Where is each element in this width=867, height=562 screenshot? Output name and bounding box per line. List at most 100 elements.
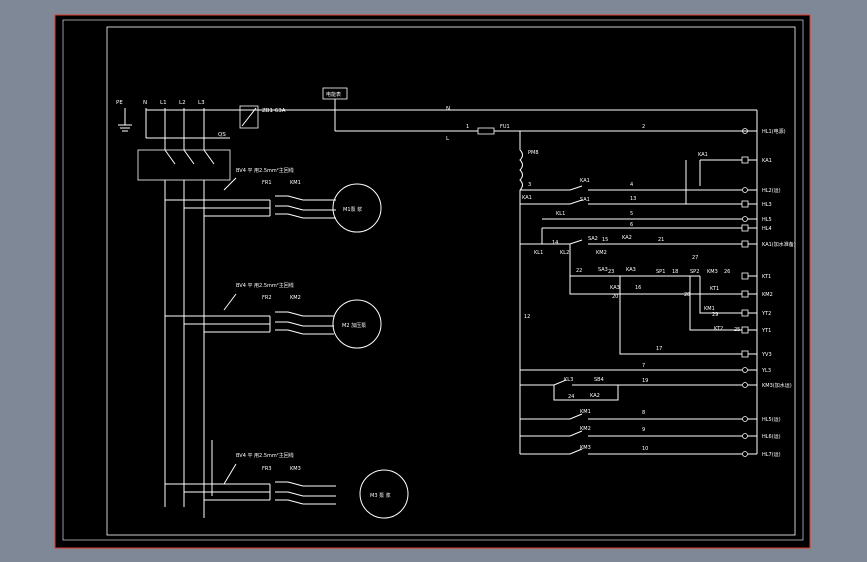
earth-symbol	[118, 108, 132, 132]
rung-ka1	[685, 159, 742, 204]
drawing-sheet	[54, 14, 811, 549]
output-label: HL4	[762, 226, 772, 232]
meter-label: 电能表	[326, 91, 341, 98]
motor-1-cable: BV4 平 用2.5mm²主回线	[236, 167, 294, 174]
rung-kt	[569, 244, 742, 295]
motor-2-contacts	[275, 311, 334, 335]
motor-3-contacts	[275, 481, 336, 505]
motor-1-name: M1泵 浆	[343, 206, 362, 213]
outer-frame	[62, 19, 804, 541]
rung-10	[520, 448, 742, 455]
motor-1-circuit: BV4 平 用2.5mm²主回线 FR1 KM1 M1泵 浆	[165, 167, 382, 233]
node-25: 25	[734, 327, 740, 333]
l1-label: L1	[160, 100, 167, 106]
node-3: 3	[528, 182, 531, 188]
motor-3-circuit: BV4 平 用2.5mm²主回线 FR3 KM3 M3 泵 浆	[165, 440, 409, 519]
km1-aux: KM1	[580, 409, 591, 415]
node-15: 15	[602, 237, 608, 243]
motor-3-contactor: KM3	[290, 466, 301, 472]
fuse-symbol	[477, 127, 495, 135]
node-22: 22	[576, 268, 582, 274]
motor-2-name: M2 加压泵	[342, 322, 366, 329]
ka1-coil-contact: KA1	[698, 152, 708, 158]
output-lamp-symbol	[742, 187, 748, 193]
motor-2-feed	[165, 293, 271, 333]
kt1-contact: KT1	[710, 286, 719, 292]
output-lamp-symbol	[742, 367, 748, 373]
output-label: HL7(运)	[762, 451, 781, 458]
motor-2-contactor: KM2	[290, 295, 301, 301]
sa1-contact: SA1	[580, 197, 590, 203]
node-10: 10	[642, 446, 648, 452]
rung-13	[520, 199, 742, 205]
output-label: HL5	[762, 217, 772, 223]
node-19: 19	[642, 378, 648, 384]
motor-3-cable: BV4 平 用2.5mm²主回线	[236, 452, 294, 459]
output-label: YV3	[761, 352, 772, 358]
output-lamp-symbol	[742, 128, 748, 134]
node-13: 13	[630, 196, 636, 202]
motor-3-relay: FR3	[262, 466, 272, 472]
control-rungs	[520, 159, 742, 455]
breaker-rating: ZB1 63A	[262, 108, 286, 114]
node-17: 17	[656, 346, 662, 352]
ka2-contact: KA2	[622, 235, 632, 241]
output-lamp-symbol	[742, 382, 748, 388]
line-tag: L	[446, 136, 450, 142]
rung-sp	[570, 275, 742, 331]
motor-2-cable: BV4 平 用2.5mm²主回线	[236, 282, 294, 289]
ka2-contact-b: KA2	[590, 393, 600, 399]
node-27: 27	[692, 255, 698, 261]
node-23: 23	[608, 269, 614, 275]
node-9: 9	[642, 427, 645, 433]
km3-aux: KM3	[580, 445, 591, 451]
output-label: KM2	[762, 292, 773, 298]
control-coil	[519, 131, 523, 200]
l2-label: L2	[179, 100, 186, 106]
fuse-label: FU1	[500, 124, 510, 130]
rung-9	[520, 430, 742, 437]
output-label: KA1	[762, 158, 772, 164]
output-terminals: HL1(电源)KA1HL2(运)HL3HL5HL4KA1(加水准备)KT1KM2…	[741, 110, 796, 458]
kt2-contact: KT2	[714, 326, 723, 332]
node-12: 12	[524, 314, 530, 320]
output-lamp-symbol	[742, 216, 748, 222]
output-label: KA1(加水准备)	[762, 241, 796, 248]
sa3-contact: SA3	[598, 267, 608, 273]
rung-5-6	[541, 218, 742, 244]
main-switch-label: QS	[218, 132, 226, 138]
output-label: KT1	[762, 274, 771, 280]
switch-blades	[164, 149, 215, 165]
motor-1-contacts	[275, 195, 336, 219]
node-5: 5	[630, 211, 633, 217]
rung-17	[619, 276, 742, 355]
breaker-slash	[241, 107, 257, 127]
output-lamp-symbol	[742, 451, 748, 457]
km1-contact: KM1	[704, 306, 715, 312]
node-29: 29	[712, 312, 718, 318]
sb4-contact: SB4	[594, 377, 604, 383]
kl2-contact: KL2	[560, 250, 569, 256]
ka1-contact: KA1	[580, 178, 590, 184]
n-label: N	[143, 100, 147, 106]
km2-aux: KM2	[580, 426, 591, 432]
rung-3-4	[520, 185, 742, 191]
sp1-contact: SP1	[656, 269, 665, 275]
sp2-contact: SP2	[690, 269, 699, 275]
output-lamp-symbol	[742, 433, 748, 439]
motor-3-name: M3 泵 浆	[370, 492, 391, 499]
motor-1-symbol	[332, 183, 382, 233]
ka1-contact-b: KA1	[522, 195, 532, 201]
ka3-contact: KA3	[626, 267, 636, 273]
control-circuit: FU1 PM8 1 2 3 4 13 5 6 14	[335, 110, 796, 458]
ka3-contact-b: KA3	[610, 285, 620, 291]
node-26: 26	[724, 269, 730, 275]
pe-label: PE	[116, 100, 123, 106]
node-4: 4	[630, 182, 633, 188]
motor-2-symbol	[332, 299, 382, 349]
node-18: 18	[672, 269, 678, 275]
breaker-box	[239, 105, 259, 129]
kl1-contact-b: KL1	[534, 250, 543, 256]
control-labels: 1 2 3 4 13 5 6 14 15 21 22 23 18 26 27 2…	[466, 124, 740, 452]
l3-label: L3	[198, 100, 205, 106]
